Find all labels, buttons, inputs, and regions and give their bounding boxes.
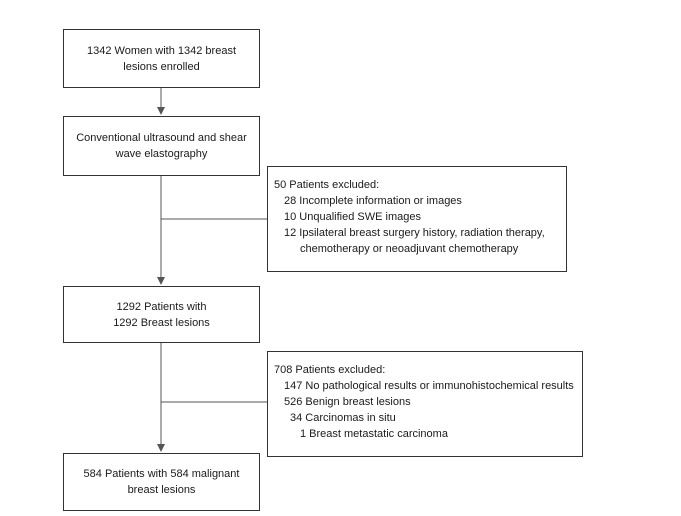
second-exclusion-item: 1 Breast metastatic carcinoma — [300, 428, 448, 440]
box-final-line1: 584 Patients with 584 malignant — [83, 468, 240, 480]
box-final: 584 Patients with 584 malignant breast l… — [63, 453, 260, 511]
box-enrolled: 1342 Women with 1342 breast lesions enro… — [63, 29, 260, 88]
box-ultrasound: Conventional ultrasound and shear wave e… — [63, 116, 260, 176]
second-exclusion-item: 34 Carcinomas in situ — [290, 412, 396, 424]
box-included: 1292 Patients with 1292 Breast lesions — [63, 286, 260, 343]
box-included-line2: 1292 Breast lesions — [113, 316, 210, 329]
first-exclusion-item: chemotherapy or neoadjuvant chemotherapy — [300, 243, 519, 255]
box-final-line2: breast lesions — [127, 484, 196, 496]
box-ultrasound-line2: wave elastography — [115, 148, 208, 160]
box-second-exclusion: 708 Patients excluded: 147 No pathologic… — [267, 351, 583, 457]
second-exclusion-title: 708 Patients excluded: — [274, 364, 386, 376]
box-enrolled-line1: 1342 Women with 1342 breast — [87, 44, 236, 57]
box-first-exclusion: 50 Patients excluded: 28 Incomplete info… — [267, 166, 567, 272]
box-included-line1: 1292 Patients with — [116, 300, 207, 313]
second-exclusion-item: 147 No pathological results or immunohis… — [284, 380, 574, 392]
first-exclusion-item: 12 Ipsilateral breast surgery history, r… — [284, 227, 545, 239]
second-exclusion-item: 526 Benign breast lesions — [284, 396, 411, 408]
box-enrolled-line2: lesions enrolled — [123, 60, 200, 73]
box-ultrasound-line1: Conventional ultrasound and shear — [76, 132, 247, 144]
first-exclusion-item: 28 Incomplete information or images — [284, 195, 462, 207]
first-exclusion-title: 50 Patients excluded: — [274, 179, 380, 191]
first-exclusion-item: 10 Unqualified SWE images — [284, 211, 421, 223]
